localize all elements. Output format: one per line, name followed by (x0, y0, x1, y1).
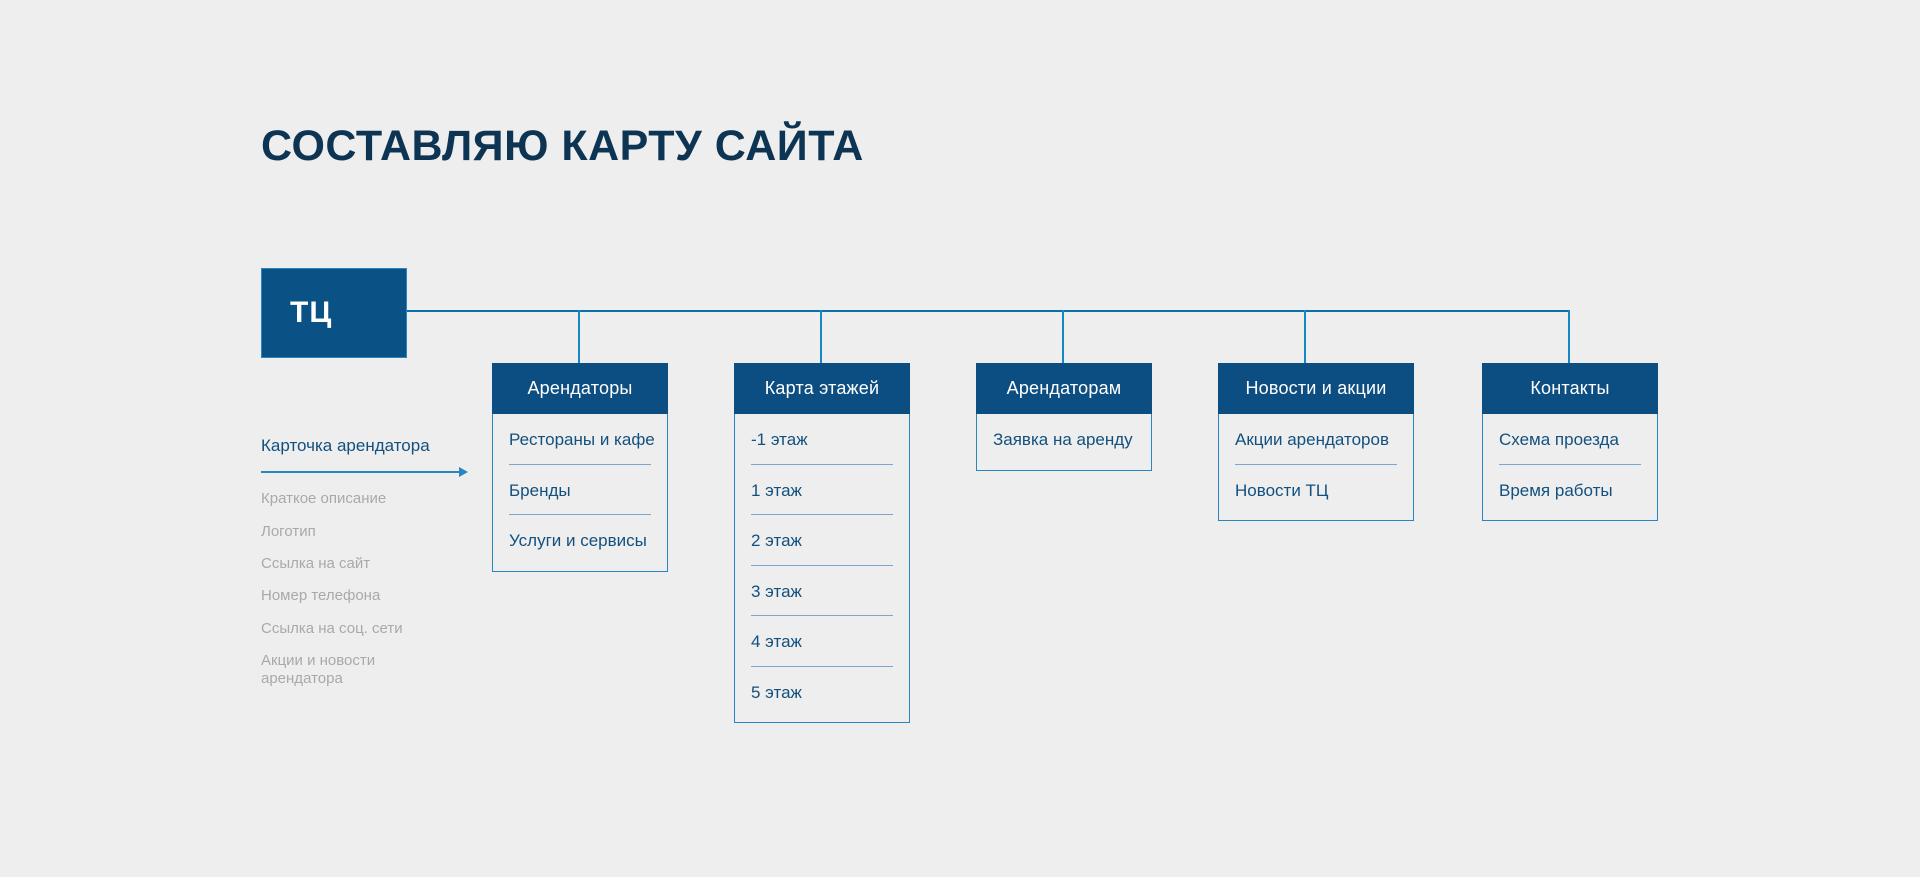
connector-drop-contacts (1568, 310, 1570, 365)
card-body-contacts: Схема проезда Время работы (1483, 414, 1657, 520)
card-body-tenants: Рестораны и кафе Бренды Услуги и сервисы (493, 414, 667, 571)
card-body-news: Акции арендаторов Новости ТЦ (1219, 414, 1413, 520)
card-body-for-tenants: Заявка на аренду (977, 414, 1151, 470)
card-header-contacts[interactable]: Контакты (1482, 363, 1658, 414)
root-node-tc[interactable]: ТЦ (261, 268, 407, 358)
detail-item: Краткое описание (261, 490, 387, 508)
connector-drop-tenants (578, 310, 580, 365)
card-news[interactable]: Новости и акции Акции арендаторов Новост… (1218, 363, 1414, 522)
card-header-for-tenants[interactable]: Арендаторам (976, 363, 1152, 414)
detail-item: Номер телефона (261, 587, 381, 605)
card-item[interactable]: 2 этаж (751, 515, 893, 566)
card-item[interactable]: Время работы (1499, 480, 1613, 500)
card-header-news[interactable]: Новости и акции (1218, 363, 1414, 414)
detail-item: Ссылка на соц. сети (261, 619, 403, 637)
card-item[interactable]: Новости ТЦ (1235, 480, 1329, 500)
card-header-label: Новости и акции (1245, 378, 1387, 398)
card-tenants[interactable]: Арендаторы Рестораны и кафе Бренды Услуг… (492, 363, 668, 572)
card-header-tenants[interactable]: Арендаторы (492, 363, 668, 414)
card-header-label: Арендаторы (527, 378, 633, 398)
card-item[interactable]: 3 этаж (751, 566, 893, 617)
card-item[interactable]: Услуги и сервисы (509, 531, 647, 551)
page-title: СОСТАВЛЯЮ КАРТУ САЙТА (261, 122, 864, 170)
tenant-card-heading[interactable]: Карточка арендатора (261, 436, 430, 455)
card-item[interactable]: Схема проезда (1499, 414, 1641, 465)
arrow-head (459, 467, 468, 478)
arrow-right-icon (261, 467, 491, 478)
arrow-line (261, 471, 466, 474)
detail-item: Логотип (261, 522, 316, 540)
connector-drop-for-tenants (1062, 310, 1064, 365)
tenant-card-detail-branch: Карточка арендатора Краткое описание Лог… (261, 436, 491, 688)
card-header-floors[interactable]: Карта этажей (734, 363, 910, 414)
detail-item: Акции и новости арендатора (261, 651, 376, 688)
card-contacts[interactable]: Контакты Схема проезда Время работы (1482, 363, 1658, 522)
card-for-tenants[interactable]: Арендаторам Заявка на аренду (976, 363, 1152, 471)
card-item[interactable]: Акции арендаторов (1235, 414, 1397, 465)
card-item[interactable]: -1 этаж (751, 414, 893, 465)
card-header-label: Карта этажей (764, 378, 880, 398)
card-header-label: Арендаторам (1006, 378, 1122, 398)
card-item[interactable]: Заявка на аренду (993, 430, 1133, 449)
detail-item: Ссылка на сайт (261, 554, 371, 572)
card-item[interactable]: 1 этаж (751, 465, 893, 516)
card-body-floors: -1 этаж 1 этаж 2 этаж 3 этаж 4 этаж 5 эт… (735, 414, 909, 722)
root-node-label: ТЦ (290, 296, 333, 329)
connector-trunk (407, 310, 1570, 312)
connector-drop-floors (820, 310, 822, 365)
card-header-label: Контакты (1530, 378, 1610, 398)
card-floors[interactable]: Карта этажей -1 этаж 1 этаж 2 этаж 3 эта… (734, 363, 910, 724)
card-item[interactable]: 5 этаж (751, 682, 802, 702)
card-item[interactable]: Бренды (509, 465, 651, 516)
card-item[interactable]: 4 этаж (751, 616, 893, 667)
card-item[interactable]: Рестораны и кафе (509, 414, 655, 465)
connector-drop-news (1304, 310, 1306, 365)
